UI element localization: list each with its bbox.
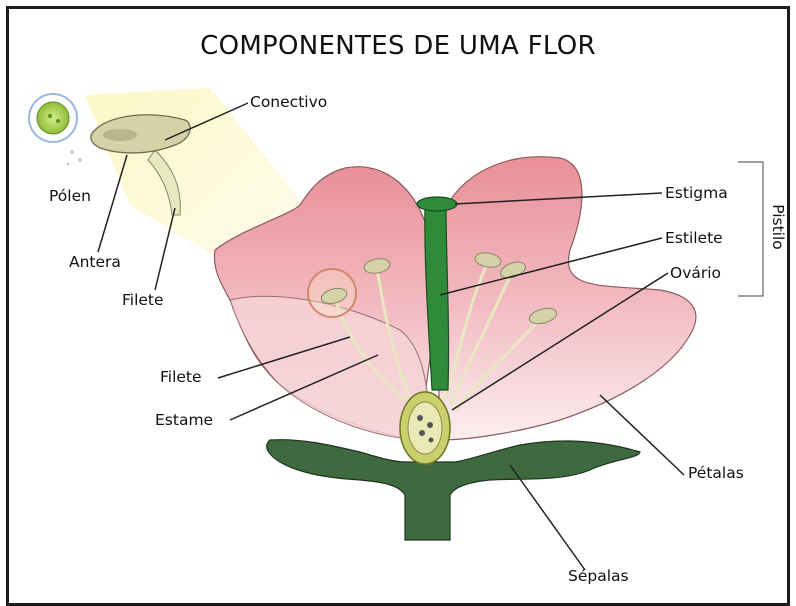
label-antera: Antera: [69, 253, 121, 271]
stigma: [417, 197, 457, 211]
label-petalas: Pétalas: [688, 464, 744, 482]
ovary-inner: [408, 402, 442, 454]
flower-diagram: [0, 0, 796, 584]
label-estilete: Estilete: [665, 229, 723, 247]
label-pistilo: Pistilo: [769, 204, 787, 250]
label-conectivo: Conectivo: [250, 93, 327, 111]
page-title: COMPONENTES DE UMA FLOR: [0, 31, 796, 61]
label-polen: Pólen: [49, 187, 91, 205]
pollen-grain: [29, 94, 82, 166]
pistilo-bracket: [738, 162, 763, 296]
label-estame: Estame: [155, 411, 213, 429]
label-filete-detail: Filete: [122, 291, 164, 309]
label-filete: Filete: [160, 368, 202, 386]
sepals: [267, 440, 640, 540]
label-estigma: Estigma: [665, 184, 728, 202]
label-ovario: Ovário: [670, 264, 721, 282]
label-sepalas: Sépalas: [568, 567, 629, 585]
